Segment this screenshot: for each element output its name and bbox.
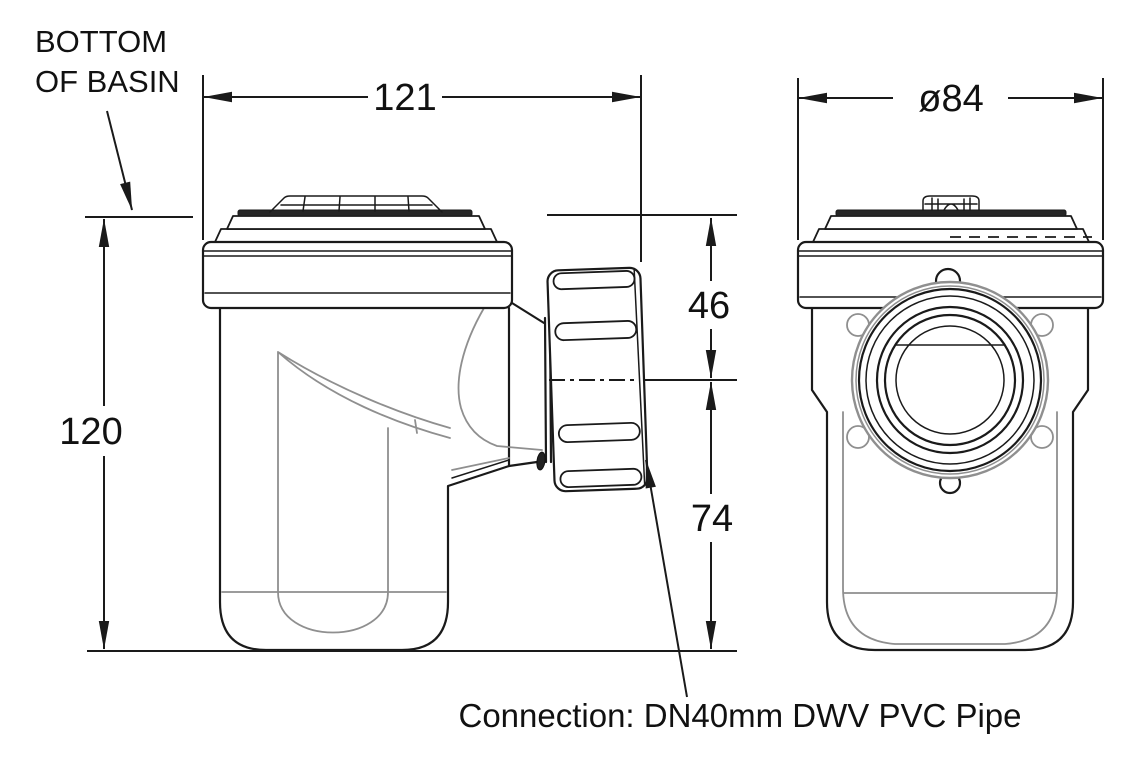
connection-leader-arrow	[645, 459, 688, 698]
dim-text-overall-width: 121	[373, 77, 436, 119]
end-pipe-outer-ring	[875, 305, 1025, 455]
end-pipe-socket-ring	[895, 325, 1005, 435]
dimension-basin-to-centerline: 46	[688, 217, 730, 379]
side-cap-grooves	[202, 250, 513, 294]
side-outlet-tailpiece	[507, 301, 553, 468]
end-nut-outer-ring-inner	[855, 285, 1045, 475]
dimension-overall-width: 121	[203, 77, 641, 119]
side-internal-lines	[221, 307, 543, 634]
side-body-outline	[218, 306, 511, 652]
dim-text-overall-height: 120	[59, 411, 122, 453]
side-cap-seal-band	[237, 209, 473, 217]
dimension-layer: 121 ø84 120 46 74	[59, 75, 1104, 652]
side-view	[201, 195, 649, 652]
basin-note-line2: OF BASIN	[35, 64, 180, 99]
dim-text-basin-to-centerline: 46	[688, 285, 730, 327]
connection-callout-text: Connection: DN40mm DWV PVC Pipe	[458, 697, 1021, 734]
end-pipe-wall-ring	[883, 313, 1017, 447]
dim-text-cap-diameter: ø84	[918, 78, 983, 120]
end-cap-seal-band	[835, 209, 1067, 217]
side-nut-slot-2	[557, 421, 641, 444]
end-cap-grate-tab	[922, 195, 980, 211]
end-nut-face-ring-inner	[865, 295, 1035, 465]
end-nut-outer-ring	[850, 280, 1050, 480]
end-internal-lines	[842, 411, 1058, 645]
dim-text-centerline-to-bottom: 74	[691, 498, 733, 540]
side-cap-body	[201, 240, 514, 310]
dimension-overall-height: 120	[59, 218, 123, 650]
basin-note-line1: BOTTOM	[35, 24, 167, 59]
dimension-cap-diameter: ø84	[798, 78, 1103, 120]
side-nut-slot-1	[554, 320, 638, 342]
basin-note: BOTTOM OF BASIN	[35, 24, 180, 211]
side-nut-inner-edge	[633, 268, 646, 487]
side-outlet-clip	[536, 451, 546, 471]
side-outlet-nut	[546, 266, 649, 493]
side-cap-step-2	[214, 228, 498, 243]
end-cap-step-2	[812, 228, 1090, 243]
side-nut-slot-3	[559, 467, 643, 488]
dimension-centerline-to-bottom: 74	[691, 381, 733, 650]
basin-note-leader-arrow	[106, 110, 133, 211]
end-nut-face-ring	[857, 287, 1043, 473]
end-view	[796, 195, 1105, 652]
side-cap-grate	[269, 195, 443, 213]
side-cap-step-1	[226, 215, 486, 230]
side-outlet-cone-inner-edge	[451, 459, 510, 479]
side-nut-top-slot	[552, 270, 636, 291]
connection-callout: Connection: DN40mm DWV PVC Pipe	[458, 459, 1022, 734]
end-cap-step-1	[824, 215, 1078, 230]
